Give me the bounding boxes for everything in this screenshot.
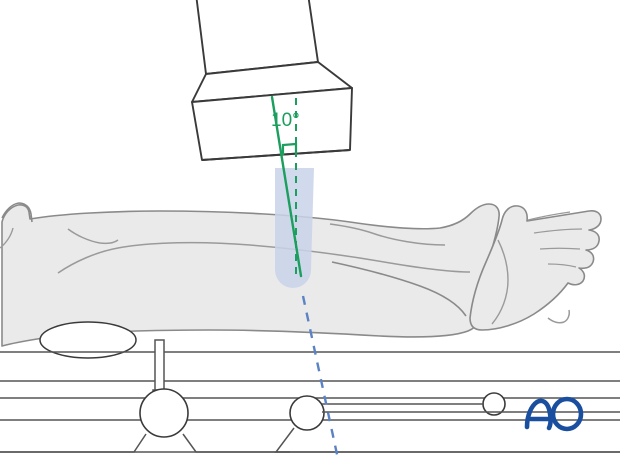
table-pivot-joint-mid [289,395,325,431]
patient-arm-crease [0,227,14,249]
table-support-post [154,339,165,395]
patient-ankle-crease [547,309,570,324]
ao-logo-o-glyph [550,396,584,432]
operating-table [0,339,620,453]
vertical-reference-line [301,295,340,459]
c-arm-column [195,0,319,75]
patient-toe-crease-1 [527,211,571,221]
patient-lower-leg-contour [331,261,467,317]
c-arm-head-bottom-edge [201,149,351,161]
ao-logo: AO [524,396,584,440]
table-pivot-joint-large [139,388,189,438]
patient-body-silhouette [1,203,500,347]
patient-abdomen-crease [57,241,471,274]
patient-shoulder-notch [1,202,33,223]
angle-label: 10° [271,110,300,131]
patient-toe-crease-2 [533,228,583,234]
ao-logo-text: AO [527,439,528,440]
table-base-strut-left [0,433,147,453]
x-ray-beam [275,168,314,288]
beam-axis-line [270,95,303,278]
table-base-strut-right [274,427,620,453]
patient-chest-crease [67,228,119,245]
patient-foot [469,205,602,331]
angle-bracket [281,142,298,155]
positioning-cushion [39,321,137,359]
ao-logo-a-glyph [524,398,554,431]
patient-toe-crease-4 [547,263,577,268]
table-base-strut-center [182,433,290,453]
patient-toe-crease-3 [539,247,581,250]
angle-annotation: 10° [270,95,303,278]
patient-supine [0,202,602,347]
c-arm [191,0,353,161]
patient-thigh-contour [329,223,446,246]
patient-foot-instep [491,239,509,325]
